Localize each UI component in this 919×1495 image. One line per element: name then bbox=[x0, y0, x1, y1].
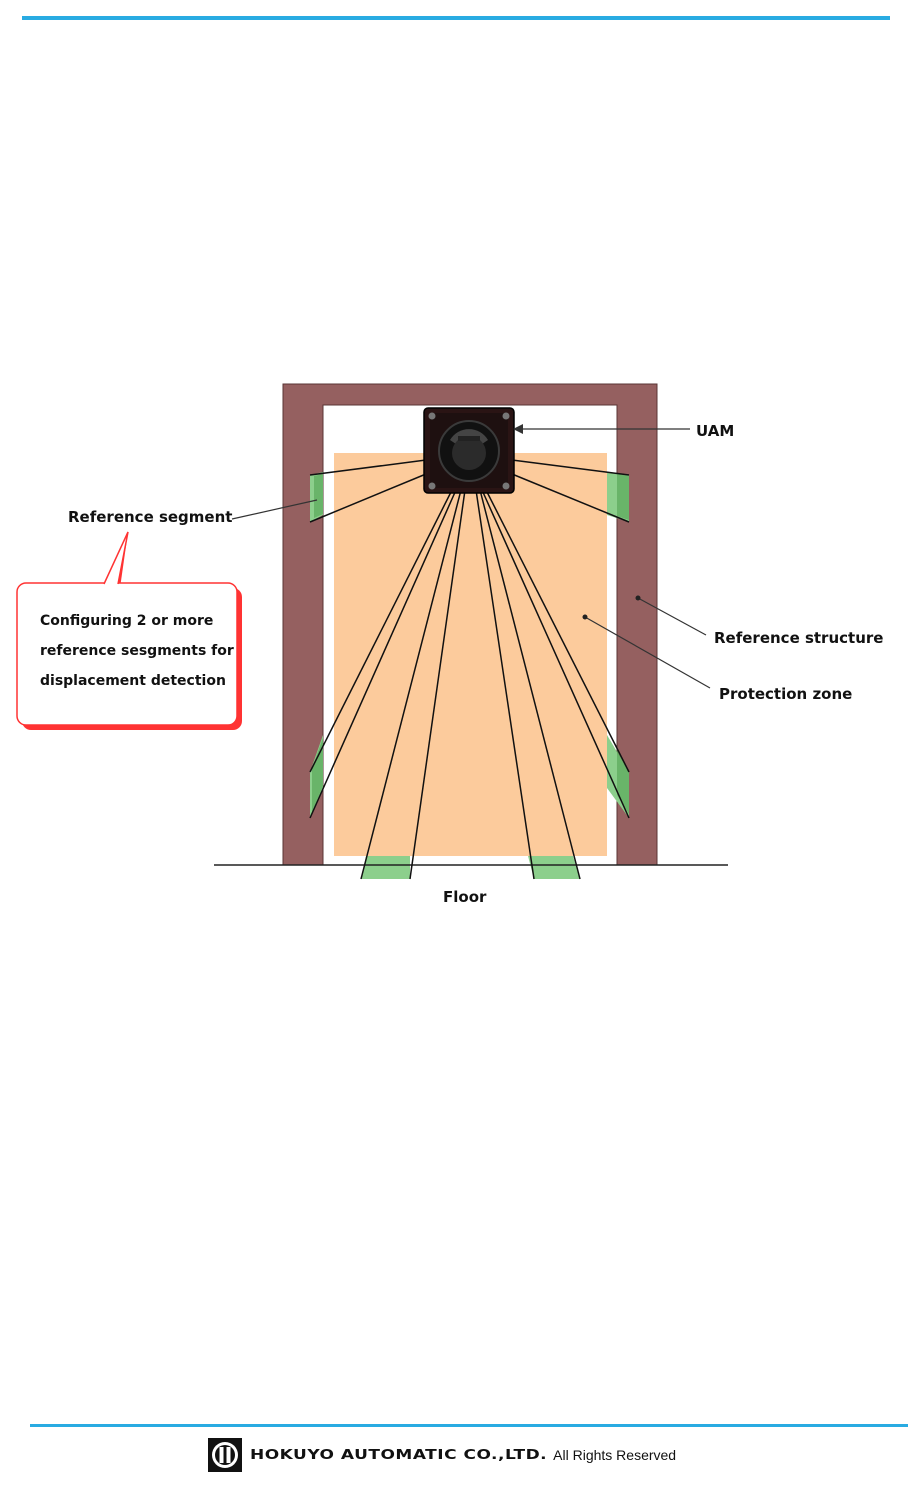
reference-segment-floor-right bbox=[528, 856, 580, 879]
rights-text: All Rights Reserved bbox=[553, 1447, 677, 1463]
company-name: HOKUYO AUTOMATIC CO.,LTD. bbox=[250, 1447, 548, 1463]
leader-lines bbox=[231, 428, 711, 689]
reference-segment-upper-left-dark bbox=[314, 474, 323, 518]
hokuyo-logo-icon bbox=[208, 1438, 242, 1472]
callout-line-3: displacement detection bbox=[40, 673, 226, 689]
callout-line-2: reference sesgments for bbox=[40, 643, 234, 659]
header-rule bbox=[22, 16, 890, 20]
protection-zone-pointer-dot bbox=[582, 614, 588, 620]
callout-line-1: Configuring 2 or more bbox=[40, 613, 213, 629]
protection-zone-label: Protection zone bbox=[719, 685, 852, 703]
uam-arrow-head bbox=[513, 424, 523, 434]
uam-label: UAM bbox=[696, 422, 734, 440]
reference-segment-label: Reference segment bbox=[68, 508, 232, 526]
callout-box: Configuring 2 or more reference sesgment… bbox=[16, 531, 242, 730]
reference-segment-floor-left bbox=[361, 856, 410, 879]
floor-label: Floor bbox=[443, 888, 487, 906]
reference-segments bbox=[310, 472, 629, 879]
protection-zone bbox=[334, 453, 607, 856]
uam-sensor-icon bbox=[423, 407, 515, 494]
reference-structure-label: Reference structure bbox=[714, 629, 883, 647]
reference-segment-upper-right-dark bbox=[617, 474, 629, 520]
laser-beams bbox=[309, 459, 630, 880]
reference-segment-lower-left-dark bbox=[312, 738, 323, 812]
footer-rule bbox=[30, 1424, 908, 1427]
reference-structure-pointer-dot bbox=[635, 595, 641, 601]
footer: HOKUYO AUTOMATIC CO.,LTD. All Rights Res… bbox=[208, 1437, 676, 1473]
